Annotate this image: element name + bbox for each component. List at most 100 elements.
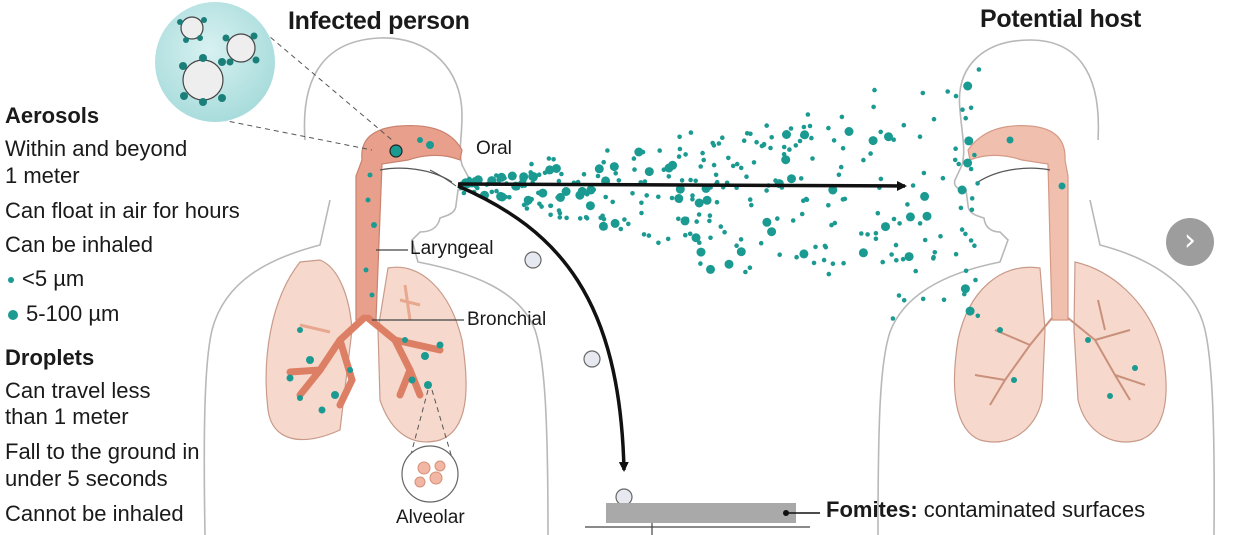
aerosol-particle-small <box>677 146 683 152</box>
aerosol-particle-small <box>532 173 537 179</box>
aerosol-particle-small <box>716 141 722 146</box>
airway-particle <box>365 197 371 203</box>
legend-small-aerosol: <5 µm <box>8 266 84 292</box>
aerosol-particle-small <box>813 244 818 250</box>
aerosol-particle-small <box>826 125 831 131</box>
aerosols-heading: Aerosols <box>5 103 100 128</box>
aerosol-particle-small <box>581 172 587 177</box>
aerosol-particle-large <box>598 221 608 231</box>
aerosol-particle-large <box>680 216 690 226</box>
airway-particle <box>1107 393 1113 399</box>
airway-particle <box>424 381 432 389</box>
aerosols-line1: Within and beyond <box>5 136 188 161</box>
droplets-line4: under 5 seconds <box>5 466 168 491</box>
aerosol-particle-small <box>734 243 739 248</box>
aerosol-particle-small <box>758 240 764 246</box>
aerosol-particle-small <box>775 216 780 221</box>
aerosol-particle-small <box>641 232 647 237</box>
aerosol-particle-large <box>561 187 571 196</box>
aerosol-particle-small <box>630 191 635 196</box>
host-lungs <box>953 261 1167 443</box>
aerosol-particle-small <box>700 150 705 156</box>
aerosol-particle-small <box>878 176 884 182</box>
aerosol-particle-small <box>953 251 959 257</box>
aerosol-particle-small <box>976 67 982 72</box>
aerosol-particle-small <box>529 161 534 167</box>
aerosol-particle-large <box>577 186 587 196</box>
aerosol-particle-small <box>524 206 530 211</box>
aerosol-particle-small <box>973 277 978 283</box>
aerosol-particle-large <box>674 194 684 203</box>
aerosol-particle-small <box>801 198 806 203</box>
aerosol-particle-small <box>880 259 885 265</box>
aerosol-particle-small <box>960 107 965 112</box>
aerosol-particle-small <box>822 243 828 249</box>
potential-host-title: Potential host <box>980 5 1142 33</box>
aerosol-particle-small <box>690 193 695 198</box>
aerosol-particle-small <box>677 134 682 140</box>
aerosol-particle-small <box>878 129 883 135</box>
aerosol-particle-small <box>726 155 731 161</box>
aerosol-particle-small <box>972 243 977 248</box>
aerosol-particle-small <box>830 261 836 267</box>
aerosol-particle-small <box>842 196 848 202</box>
aerosol-particle-small <box>646 233 652 238</box>
aerosol-particle-small <box>938 234 943 239</box>
aerosol-particle-small <box>722 229 727 235</box>
droplets-heading: Droplets <box>5 345 95 370</box>
airway-particle <box>347 367 353 373</box>
aerosol-particle-small <box>738 237 744 242</box>
aerosol-particle-small <box>603 194 608 200</box>
aerosol-particle-small <box>963 115 968 121</box>
airway-particle <box>997 327 1003 333</box>
aerosol-particle-small <box>690 197 695 202</box>
fomites-text: contaminated surfaces <box>917 497 1146 522</box>
next-slide-button[interactable]: › <box>1166 218 1214 266</box>
aerosol-particle-small <box>931 254 936 260</box>
airway-particle <box>1132 365 1138 371</box>
aerosol-particle-large <box>473 175 483 185</box>
droplets <box>524 251 633 506</box>
aerosol-particle-small <box>584 216 590 221</box>
aerosol-particle-small <box>836 172 842 178</box>
aerosol-particle-small <box>632 167 637 172</box>
aerosol-particle-small <box>676 154 682 159</box>
aerosol-particle-large <box>844 127 854 136</box>
aerosol-particle-large <box>964 136 974 146</box>
droplets-line5: Cannot be inhaled <box>5 501 184 526</box>
aerosol-particle-small <box>698 261 703 266</box>
legend-large-aerosol: 5-100 µm <box>8 301 119 327</box>
aerosol-particle-small <box>714 179 720 185</box>
aerosol-particle-small <box>738 165 744 171</box>
aerosol-particle-small <box>577 216 583 221</box>
aerosol-particle-small <box>969 196 975 201</box>
aerosol-particle-small <box>891 216 897 222</box>
aerosol-particle-small <box>968 166 974 172</box>
aerosol-particle-small <box>519 176 525 182</box>
aerosol-particle-large <box>884 132 893 142</box>
aerosol-particle-small <box>894 258 899 263</box>
aerosol-particle-small <box>631 156 637 161</box>
aerosol-particle-small <box>956 161 961 167</box>
aerosol-particle-large <box>634 147 644 157</box>
aerosol-particle-large <box>497 172 507 182</box>
aerosol-particle-small <box>797 138 803 144</box>
aerosol-particle-large <box>594 164 604 174</box>
aerosol-particle-small <box>900 256 906 262</box>
airway-particle <box>306 356 314 364</box>
aerosol-particle-small <box>811 260 817 266</box>
aerosol-particle-small <box>657 148 662 153</box>
aerosol-particle-small <box>711 143 717 148</box>
aerosol-particle-small <box>873 236 879 242</box>
aerosol-particle-small <box>794 254 799 260</box>
aerosol-particle-large <box>664 163 674 173</box>
aerosol-particle-small <box>601 159 606 165</box>
airway-particle <box>421 352 429 360</box>
aerosol-particle-small <box>859 231 864 236</box>
aerosol-particle-large <box>963 81 973 91</box>
aerosol-particle-large <box>724 259 734 269</box>
aerosol-particle-small <box>601 216 607 222</box>
aerosol-particle-small <box>639 210 644 216</box>
aerosol-particle-small <box>669 195 675 201</box>
aerosol-particle-small <box>821 257 827 263</box>
